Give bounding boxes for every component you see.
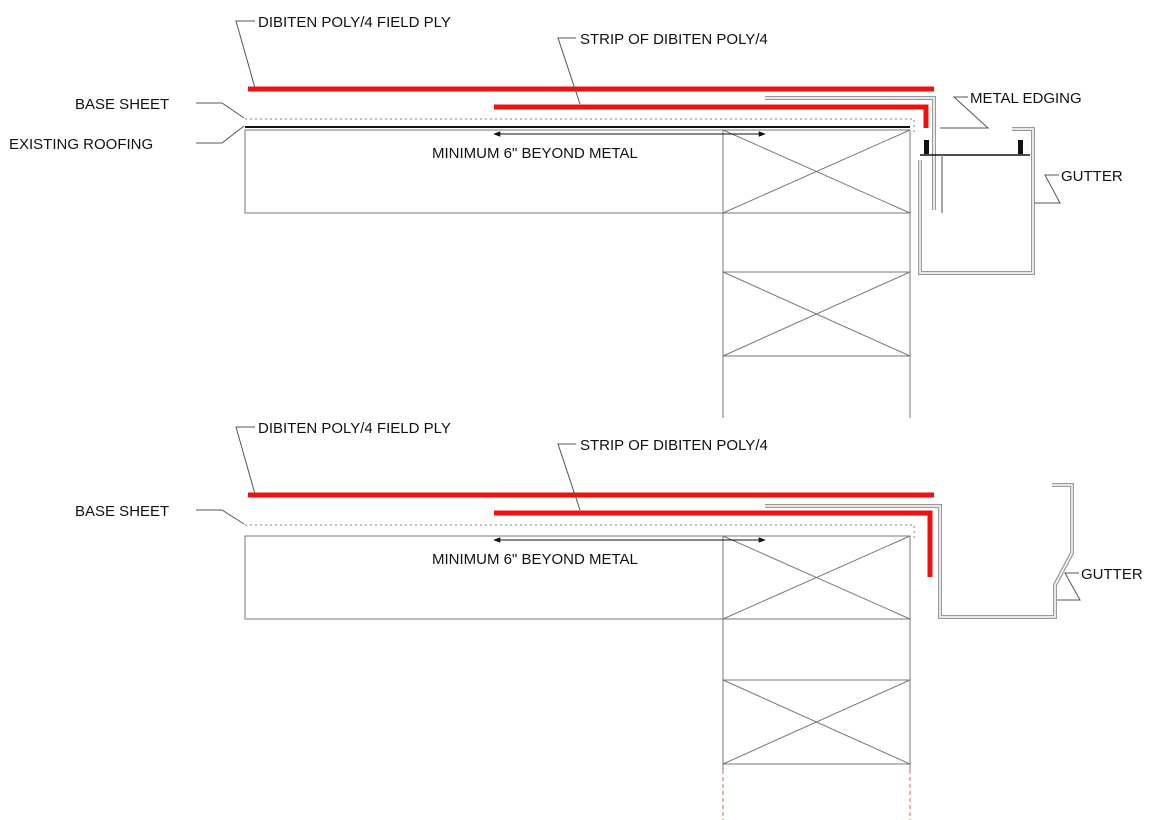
label-existing-roofing: EXISTING ROOFING	[9, 136, 153, 153]
strip-membrane-top	[494, 104, 929, 128]
gutter-bottom	[765, 483, 1074, 619]
base-sheet-line-bottom	[245, 524, 915, 540]
label-strip-bottom: STRIP OF DIBITEN POLY/4	[580, 437, 768, 454]
detail-top: DIBITEN POLY/4 FIELD PLY STRIP OF DIBITE…	[9, 14, 1123, 418]
label-strip-top: STRIP OF DIBITEN POLY/4	[580, 31, 768, 48]
label-base-sheet-bottom: BASE SHEET	[75, 503, 169, 520]
gutter-top	[918, 127, 1035, 275]
roof-deck-bottom	[244, 535, 911, 620]
label-minimum-top: MINIMUM 6" BEYOND METAL	[432, 145, 638, 162]
label-base-sheet-top: BASE SHEET	[75, 96, 169, 113]
roof-deck-top	[244, 129, 911, 214]
label-metal-edging: METAL EDGING	[970, 90, 1082, 107]
metal-edging-top	[765, 96, 936, 210]
label-gutter-top: GUTTER	[1061, 168, 1123, 185]
detail-bottom: DIBITEN POLY/4 FIELD PLY STRIP OF DIBITE…	[75, 420, 1143, 820]
label-gutter-bottom: GUTTER	[1081, 566, 1143, 583]
wood-blocking-top	[722, 129, 911, 418]
label-minimum-bottom: MINIMUM 6" BEYOND METAL	[432, 551, 638, 568]
label-field-ply-top: DIBITEN POLY/4 FIELD PLY	[258, 14, 451, 31]
wood-blocking-bottom	[722, 535, 911, 820]
label-field-ply-bottom: DIBITEN POLY/4 FIELD PLY	[258, 420, 451, 437]
strip-membrane-bottom	[494, 510, 933, 577]
